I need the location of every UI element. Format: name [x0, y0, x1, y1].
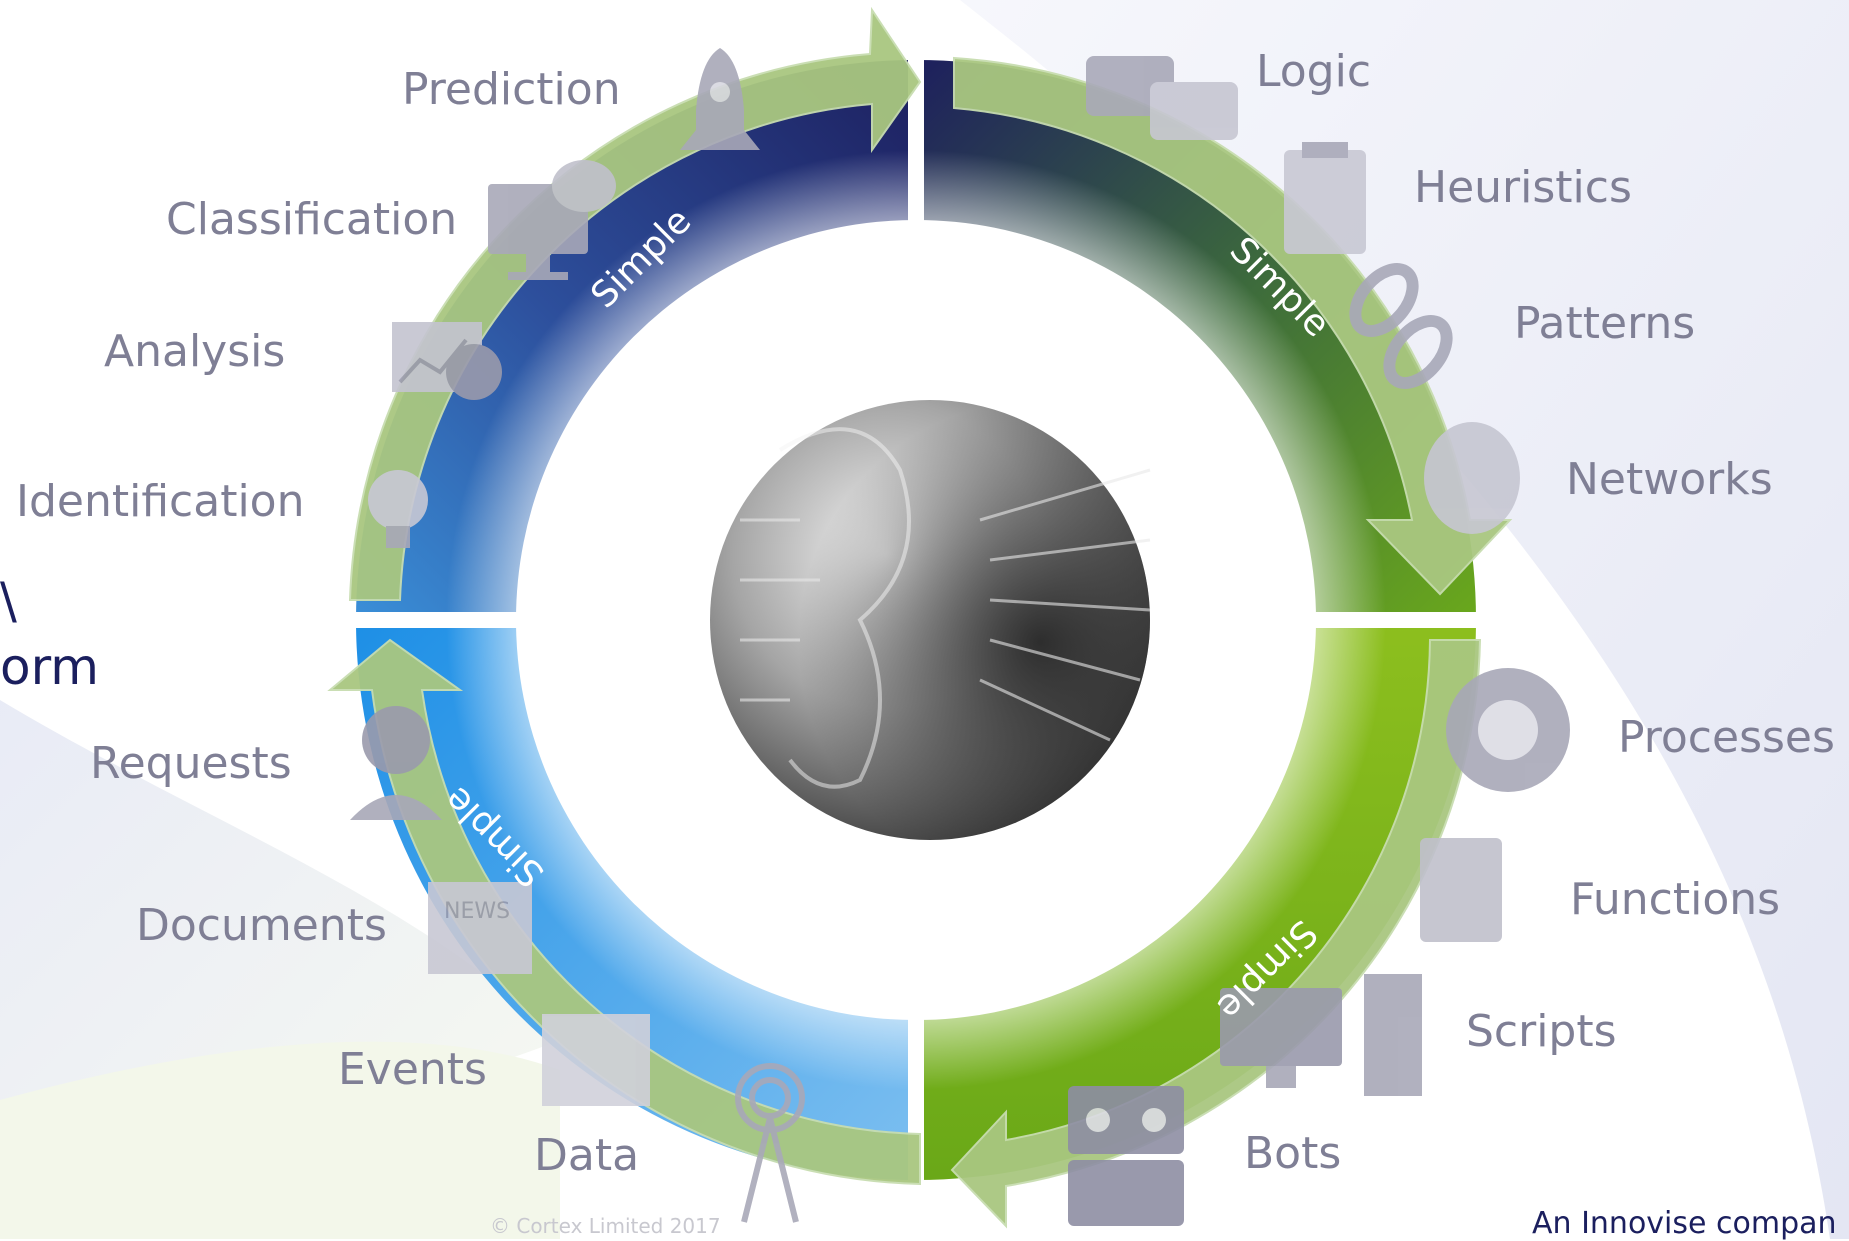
svg-text:NEWS: NEWS — [444, 899, 510, 924]
brain-icon — [1424, 422, 1520, 534]
label-data: Data — [534, 1130, 640, 1181]
lightbulb-icon — [368, 470, 428, 548]
label-processes: Processes — [1618, 712, 1835, 763]
robot-icon — [1068, 1086, 1184, 1226]
ai-face-sphere — [710, 400, 1151, 840]
label-patterns: Patterns — [1514, 298, 1696, 349]
company-tagline: An Innovise compan — [1532, 1206, 1837, 1241]
label-analysis: Analysis — [104, 326, 286, 377]
left-fragment-bottom: orm — [0, 638, 99, 696]
share-clipboard-icon — [1420, 838, 1502, 942]
label-classification: Classification — [166, 194, 458, 245]
label-logic: Logic — [1256, 46, 1372, 97]
label-prediction: Prediction — [402, 64, 621, 115]
radio-tower-icon — [735, 1063, 805, 1223]
support-agent-icon — [350, 706, 442, 820]
clipboard-icon — [1284, 142, 1366, 254]
news-icon: NEWS — [428, 882, 532, 974]
label-events: Events — [338, 1044, 487, 1095]
arrow-bottom-right — [950, 639, 1482, 1229]
monitor-chat-icon — [488, 160, 616, 280]
gear-icon — [1446, 668, 1570, 792]
label-documents: Documents — [136, 900, 387, 951]
megaphone-icon — [542, 1014, 650, 1106]
left-fragment-top: \ — [0, 572, 17, 630]
label-networks: Networks — [1566, 454, 1773, 505]
label-identification: Identification — [16, 476, 305, 527]
label-heuristics: Heuristics — [1414, 162, 1632, 213]
chart-analysis-icon — [392, 322, 502, 400]
computer-tower-icon — [1220, 974, 1422, 1096]
label-functions: Functions — [1570, 874, 1781, 925]
qa-chat-icon — [1086, 56, 1238, 140]
chain-link-icon — [1349, 263, 1453, 389]
label-bots: Bots — [1244, 1128, 1342, 1179]
copyright-text: © Cortex Limited 2017 — [490, 1214, 721, 1238]
label-requests: Requests — [90, 738, 292, 789]
rocket-icon — [680, 48, 760, 150]
label-scripts: Scripts — [1466, 1006, 1617, 1057]
